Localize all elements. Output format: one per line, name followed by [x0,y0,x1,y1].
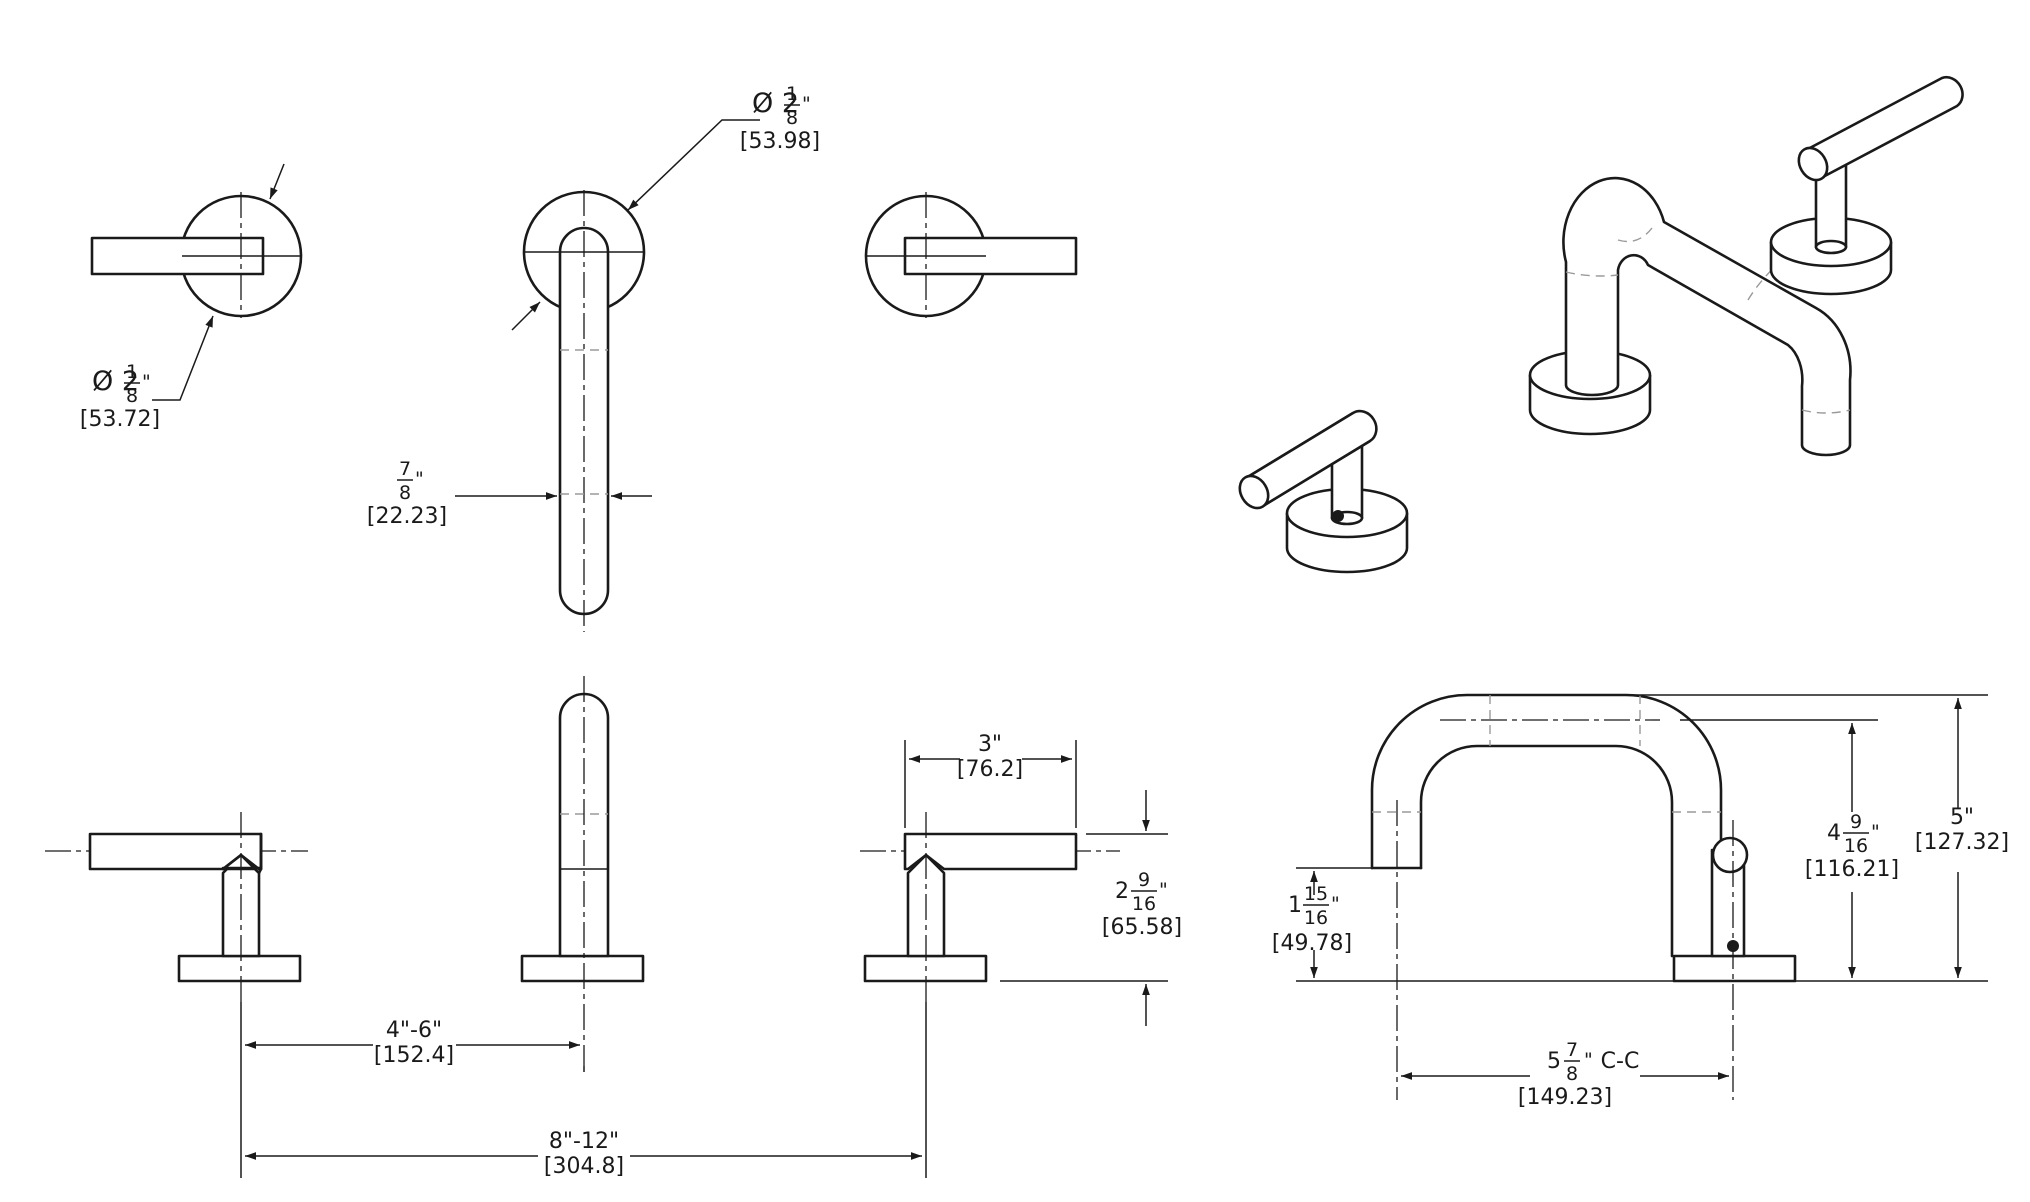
dim-spout-height-inner-unit: " [1871,821,1880,843]
side-view-handle [1672,820,1797,1100]
dim-spacing-handles-imperial: 8"-12" [549,1129,619,1154]
dim-spout-width-unit: " [415,468,424,490]
dim-spout-reach-metric: [149.23] [1518,1085,1612,1110]
dim-flange-spout-unit: " [802,93,811,115]
dim-spout-outlet-height-unit: " [1331,893,1340,915]
iso-left-handle [1238,409,1409,574]
iso-right-handle [1769,76,1964,296]
dim-flange-spout-den: 8 [786,107,798,129]
dim-overall-height-imperial: 5" [1950,805,1974,830]
side-view [1370,693,1797,1100]
dim-spacing-handle-spout-imperial: 4"-6" [386,1018,442,1043]
side-view-dimension-lines [1296,694,1988,1080]
dim-spacing-handles: 8"-12" [304.8] [544,1129,624,1179]
top-view-left-handle [90,192,303,318]
dim-spacing-handle-spout: 4"-6" [152.4] [374,1018,454,1068]
dim-flange-spout-whole: Ø 2 [752,88,799,119]
dim-flange-left-den: 8 [126,385,138,407]
dim-spout-outlet-height-num: 15 [1304,883,1328,905]
dim-handle-length-metric: [76.2] [957,757,1023,782]
dim-flange-left-unit: " [142,371,151,393]
dim-flange-spout-metric: [53.98] [740,129,820,154]
dim-flange-spout: Ø 2 1 8 " [53.98] [740,83,820,154]
top-view [90,190,1078,632]
dim-handle-length-imperial: 3" [978,732,1002,757]
front-view-dimension-lines [240,740,1168,1178]
dim-spout-reach-num: 7 [1566,1039,1578,1061]
front-view-spout [520,676,645,1066]
dim-spout-width-num: 7 [399,458,411,480]
dim-spout-outlet-height-metric: [49.78] [1272,931,1352,956]
dim-spout-outlet-height-den: 16 [1304,907,1328,929]
dim-handle-height-num: 9 [1138,869,1150,891]
dim-spout-reach-suffix: C-C [1601,1049,1640,1074]
dim-spout-reach-den: 8 [1566,1063,1578,1085]
dim-flange-spout-num: 1 [786,83,798,105]
top-view-right-handle [864,192,1078,318]
dim-spout-height-inner-num: 9 [1850,811,1862,833]
dim-spout-width-metric: [22.23] [367,504,447,529]
dim-flange-left: Ø 2 1 8 " [53.72] [80,361,160,432]
dim-handle-length: 3" [76.2] [957,732,1023,782]
isometric-view [1238,76,1964,574]
dim-spout-reach-whole: 5 [1547,1049,1561,1074]
dim-overall-height-metric: [127.32] [1915,830,2009,855]
dim-overall-height: 5" [127.32] [1915,805,2009,855]
iso-spout [1528,176,1852,457]
dim-spout-height-inner-whole: 4 [1827,821,1841,846]
top-view-dimension-lines [152,119,760,500]
dim-handle-height-metric: [65.58] [1102,915,1182,940]
dim-spout-outlet-height: 1 15 16 " [49.78] [1272,883,1352,956]
dim-spout-height-inner: 4 9 16 " [116.21] [1805,811,1899,882]
dim-spout-height-inner-den: 16 [1844,835,1868,857]
dim-spout-outlet-height-whole: 1 [1288,893,1302,918]
side-view-spout [1370,693,1723,1100]
dim-handle-height-den: 16 [1132,893,1156,915]
dim-handle-height-whole: 2 [1115,879,1129,904]
dim-spout-reach-unit: " [1584,1049,1593,1071]
dim-spout-width-den: 8 [399,482,411,504]
front-view [45,676,1120,1066]
front-view-right-handle [863,812,1078,1002]
front-view-left-handle [88,812,302,1002]
dim-flange-left-metric: [53.72] [80,407,160,432]
dim-flange-left-whole: Ø 2 [92,366,139,397]
top-view-spout [522,190,646,632]
dim-spacing-handles-metric: [304.8] [544,1154,624,1179]
dim-spout-reach: 5 7 8 " C-C [149.23] [1518,1039,1639,1110]
dim-handle-height: 2 9 16 " [65.58] [1102,869,1182,940]
dim-flange-left-num: 1 [126,361,138,383]
dim-spacing-handle-spout-metric: [152.4] [374,1043,454,1068]
dim-spout-width: 7 8 " [22.23] [367,458,447,529]
dim-handle-height-unit: " [1159,879,1168,901]
dim-spout-height-inner-metric: [116.21] [1805,857,1899,882]
